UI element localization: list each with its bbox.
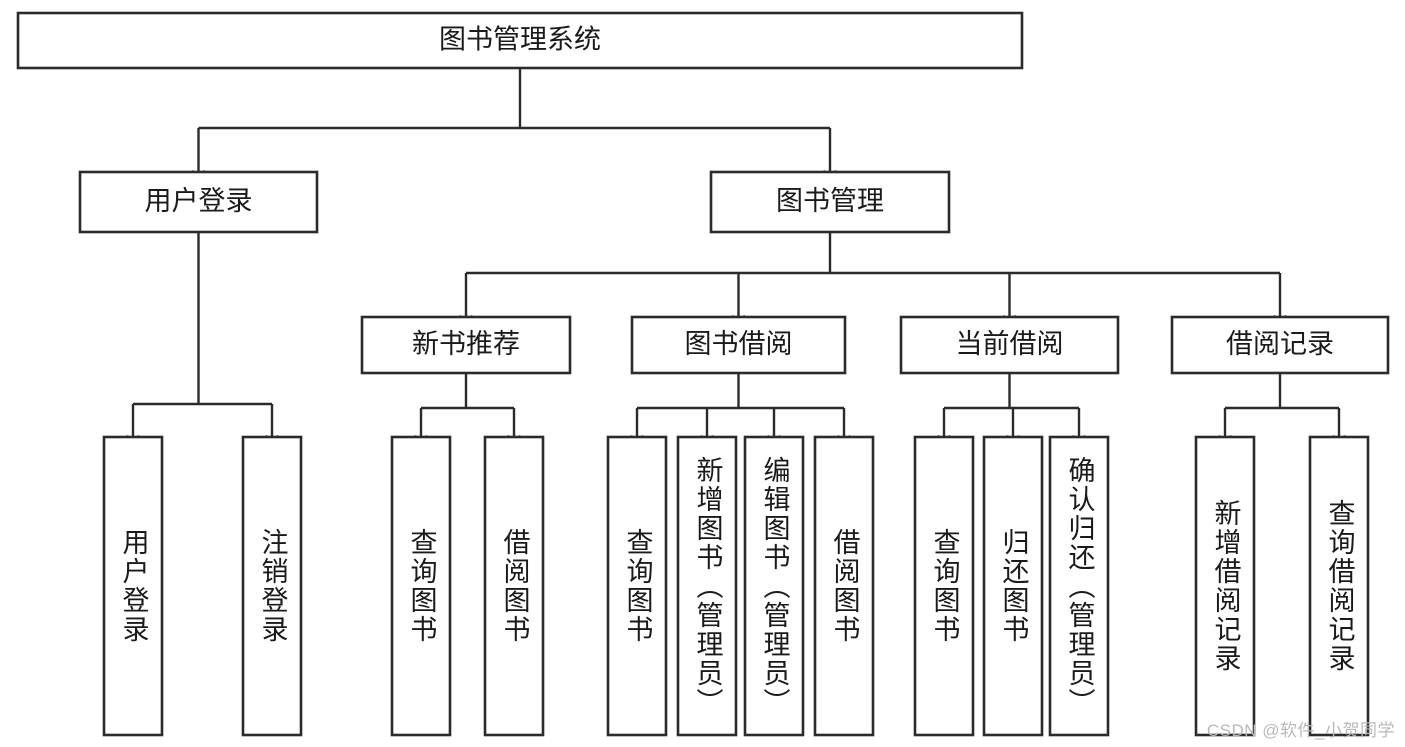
node-box-leaf-borrow-book-rec[interactable] — [483, 435, 545, 737]
node-box-leaf-edit-book[interactable] — [743, 435, 805, 737]
node-box-user-login[interactable] — [78, 170, 319, 234]
node-box-leaf-confirm-return[interactable] — [1048, 435, 1110, 737]
node-box-leaf-query-book-cur[interactable] — [913, 435, 975, 737]
node-box-leaf-user-login[interactable] — [102, 435, 164, 737]
node-box-book-borrow[interactable] — [630, 315, 847, 375]
node-label-book-borrow: 图书借阅 — [685, 329, 793, 359]
node-label-current-borrow: 当前借阅 — [956, 329, 1064, 359]
node-box-leaf-query-book-borrow[interactable] — [606, 435, 668, 737]
node-label-new-book-recommend: 新书推荐 — [412, 329, 520, 359]
node-label-borrow-record: 借阅记录 — [1226, 329, 1334, 359]
node-box-leaf-borrow-book[interactable] — [813, 435, 875, 737]
node-box-leaf-return-book[interactable] — [982, 435, 1044, 737]
node-box-new-book-recommend[interactable] — [360, 315, 572, 375]
connector-lines — [126, 68, 1346, 446]
node-label-book-manage: 图书管理 — [776, 186, 884, 216]
node-box-current-borrow[interactable] — [899, 315, 1120, 375]
node-box-book-manage[interactable] — [709, 170, 951, 234]
node-label-root: 图书管理系统 — [439, 25, 601, 55]
node-box-leaf-add-record[interactable] — [1194, 435, 1256, 737]
node-box-leaf-add-book[interactable] — [676, 435, 738, 737]
node-box-root[interactable] — [16, 11, 1024, 70]
node-box-leaf-query-book-rec[interactable] — [390, 435, 452, 737]
node-box-leaf-logout[interactable] — [241, 435, 303, 737]
node-box-leaf-query-record[interactable] — [1308, 435, 1370, 737]
csdn-watermark: CSDN @软件_小贺同学 — [1206, 721, 1395, 740]
node-label-user-login: 用户登录 — [145, 186, 253, 216]
node-boxes — [16, 11, 1390, 737]
node-box-borrow-record[interactable] — [1170, 315, 1390, 375]
